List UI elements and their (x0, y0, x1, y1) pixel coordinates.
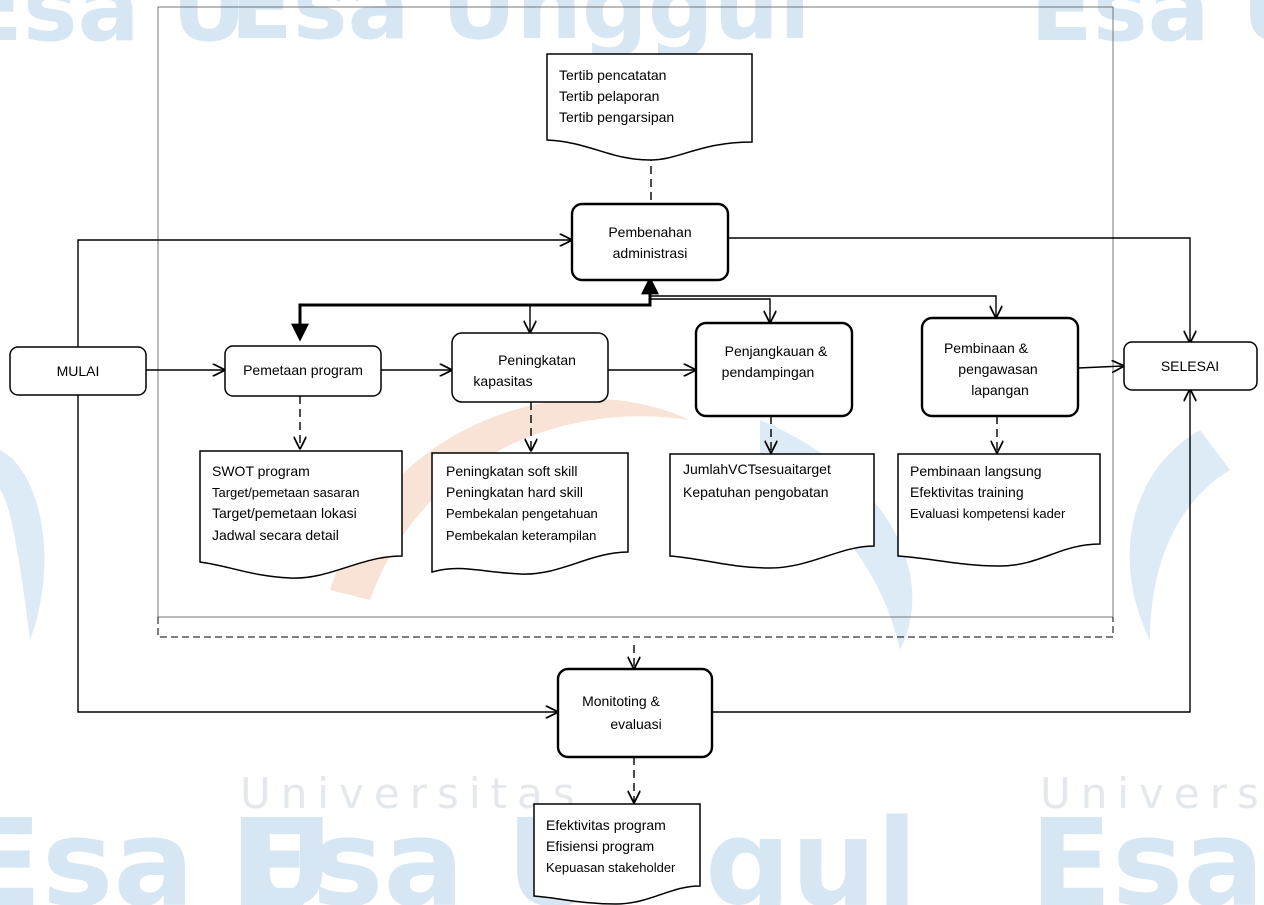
node-capacity-label-1: Peningkatan (498, 352, 576, 368)
doc-coaching-line-3: Evaluasi kompetensi kader (910, 506, 1066, 521)
node-outreach-label-2: pendampingan (722, 364, 815, 380)
node-admin-label-1: Pembenahan (608, 224, 691, 240)
node-monitoring-label-2: evaluasi (610, 716, 661, 732)
watermark-brand-bottom-left: Esa U (0, 795, 334, 905)
doc-coaching-line-1: Pembinaan langsung (910, 463, 1042, 479)
doc-admin-line-1: Tertib pencatatan (559, 67, 666, 83)
watermark-brand-right: Esa U (1030, 0, 1264, 62)
doc-monitoring-line-2: Efisiensi program (546, 838, 654, 854)
node-end-label: SELESAI (1161, 358, 1219, 374)
node-capacity[interactable]: Peningkatan kapasitas (451, 332, 609, 403)
doc-coaching-line-2: Efektivitas training (910, 484, 1024, 500)
node-end[interactable]: SELESAI (1123, 341, 1258, 391)
watermark-swoosh-blue-right (1129, 430, 1230, 640)
doc-capacity-line-4: Pembekalan keterampilan (446, 528, 596, 543)
doc-outreach-line-1: JumlahVCTsesuaitarget (683, 461, 831, 477)
node-capacity-label-2: kapasitas (473, 373, 532, 389)
doc-admin-output: Tertib pencatatan Tertib pelaporan Terti… (546, 53, 753, 161)
doc-capacity-line-1: Peningkatan soft skill (446, 463, 578, 479)
process-boundary-dashed-bottom (157, 617, 1114, 638)
watermark-brand-top: Esa Unggul (230, 0, 811, 60)
watermark-brand-bottom-tail: gul (705, 795, 917, 905)
watermark-swoosh-blue-left (0, 450, 45, 640)
node-mapping-label: Pemetaan program (243, 362, 363, 378)
node-coaching[interactable]: Pembinaan & pengawasan lapangan (920, 316, 1080, 418)
node-coaching-label-1: Pembinaan & (944, 340, 1029, 356)
doc-mapping-line-3: Target/pemetaan lokasi (212, 505, 357, 521)
node-start-label: MULAI (57, 363, 100, 379)
node-outreach[interactable]: Penjangkauan & pendampingan (694, 321, 854, 418)
doc-mapping-line-2: Target/pemetaan sasaran (212, 485, 359, 500)
node-coaching-label-3: lapangan (971, 382, 1029, 398)
doc-mapping-line-1: SWOT program (212, 463, 310, 479)
watermark-brand-left: Esa U (0, 0, 246, 62)
doc-admin-line-3: Tertib pengarsipan (559, 109, 674, 125)
node-monitoring[interactable]: Monitoting & evaluasi (556, 667, 714, 759)
doc-monitoring-line-1: Efektivitas program (546, 817, 666, 833)
node-outreach-label-1: Penjangkauan & (725, 343, 828, 359)
watermark-subtitle-right: Universit (1040, 769, 1264, 818)
doc-outreach-output: JumlahVCTsesuaitarget Kepatuhan pengobat… (669, 453, 875, 569)
doc-mapping-line-4: Jadwal secara detail (212, 527, 339, 543)
node-coaching-label-2: pengawasan (958, 361, 1037, 377)
doc-capacity-line-3: Pembekalan pengetahuan (446, 506, 598, 521)
doc-capacity-line-2: Peningkatan hard skill (446, 484, 583, 500)
connectors (77, 238, 1190, 712)
watermark-brand-bottom-right: Esa U (1030, 795, 1264, 905)
doc-coaching-output: Pembinaan langsung Efektivitas training … (897, 453, 1101, 567)
node-mapping[interactable]: Pemetaan program (224, 345, 382, 397)
doc-capacity-output: Peningkatan soft skill Peningkatan hard … (431, 452, 629, 575)
watermark-subtitle-left: Universitas (240, 769, 585, 818)
node-start[interactable]: MULAI (9, 346, 147, 396)
node-monitoring-label-1: Monitoting & (582, 693, 660, 709)
node-admin[interactable]: Pembenahan administrasi (570, 202, 730, 282)
doc-monitoring-output: Efektivitas program Efisiensi program Ke… (533, 803, 701, 905)
node-admin-label-2: administrasi (613, 245, 688, 261)
doc-admin-line-2: Tertib pelaporan (559, 88, 659, 104)
doc-mapping-output: SWOT program Target/pemetaan sasaran Tar… (199, 450, 403, 579)
doc-outreach-line-2: Kepatuhan pengobatan (683, 484, 829, 500)
process-boundary (157, 6, 1114, 618)
doc-monitoring-line-3: Kepuasan stakeholder (546, 860, 676, 875)
